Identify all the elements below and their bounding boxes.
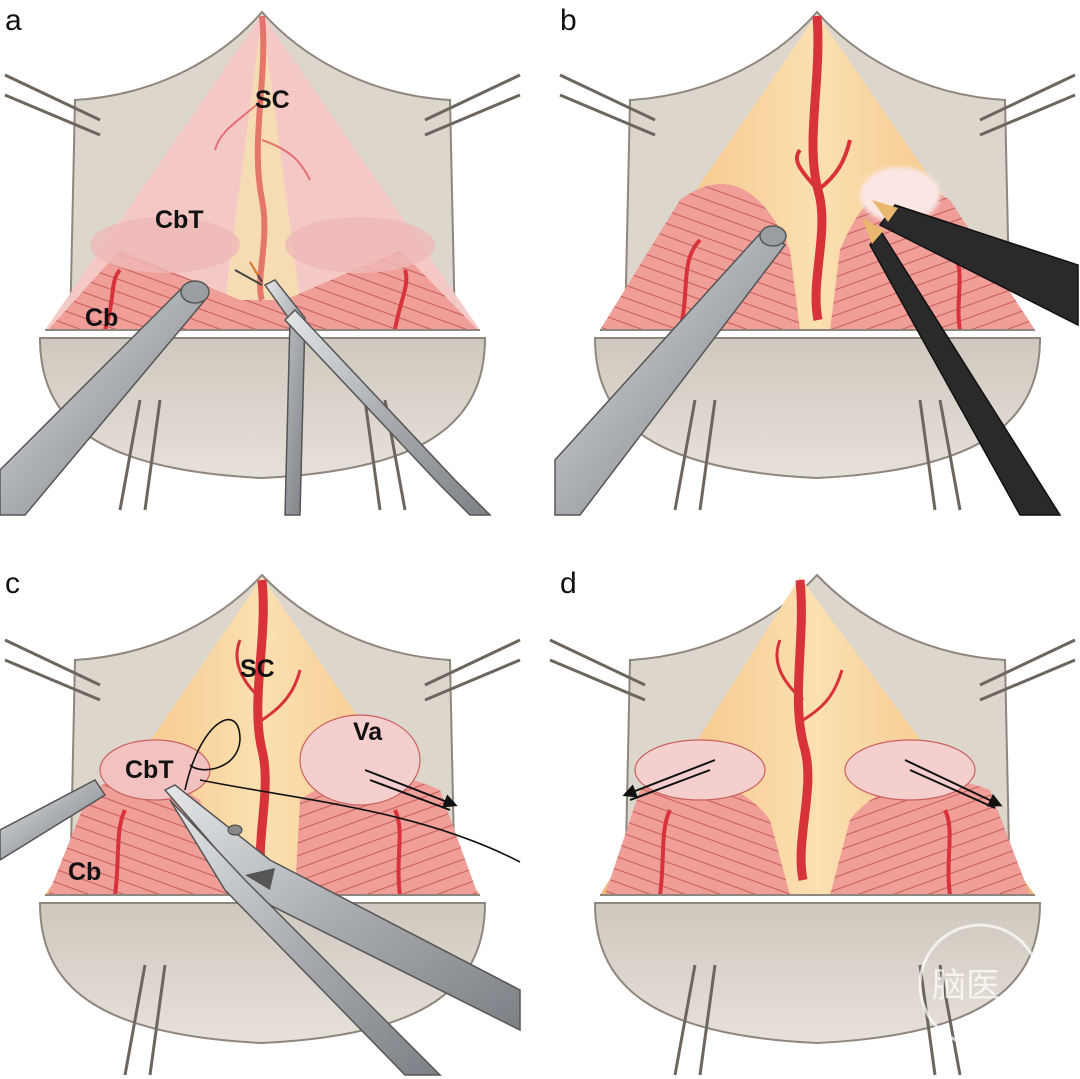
- panel-letter-b: b: [560, 4, 577, 37]
- needle-holder: [163, 784, 521, 1076]
- retractor-wires: [4, 638, 521, 1076]
- panel-d: 脑医 d: [549, 567, 1076, 1076]
- traction-arrows: [622, 759, 1003, 809]
- micro-scissors: [234, 261, 492, 516]
- label-cerebellum: Cb: [68, 858, 101, 886]
- panel-letter-d: d: [560, 567, 577, 600]
- retractor-wires: [549, 638, 1076, 1076]
- label-cerebellar-tonsil: CbT: [125, 756, 174, 784]
- label-cerebellar-tonsil: CbT: [155, 206, 204, 234]
- retractor-wires: [559, 73, 1076, 511]
- retractor-wires: [4, 73, 521, 511]
- panel-letter-c: c: [5, 567, 20, 600]
- panel-letter-a: a: [5, 4, 22, 37]
- exposed-field: [600, 577, 1035, 896]
- suture-thread: [184, 719, 521, 863]
- label-vertebral-artery: Va: [353, 718, 383, 746]
- left-forceps: [0, 779, 107, 861]
- suction-instrument: [554, 225, 787, 516]
- label-cerebellum: Cb: [85, 304, 118, 332]
- panel-c: c SC Va CbT Cb: [0, 567, 521, 1076]
- bipolar-forceps: [862, 200, 1079, 516]
- watermark-logo: 脑医: [918, 923, 1042, 1047]
- label-spinal-cord: SC: [255, 86, 290, 114]
- label-spinal-cord: SC: [240, 655, 275, 683]
- panel-b: b: [554, 4, 1079, 516]
- watermark-text: 脑医: [932, 966, 1000, 1006]
- panel-a: a SC CbT Cb: [0, 4, 521, 516]
- suction-instrument: [0, 280, 210, 516]
- traction-arrow: [364, 769, 458, 811]
- exposed-field: [45, 14, 480, 331]
- exposed-field: [600, 14, 1035, 331]
